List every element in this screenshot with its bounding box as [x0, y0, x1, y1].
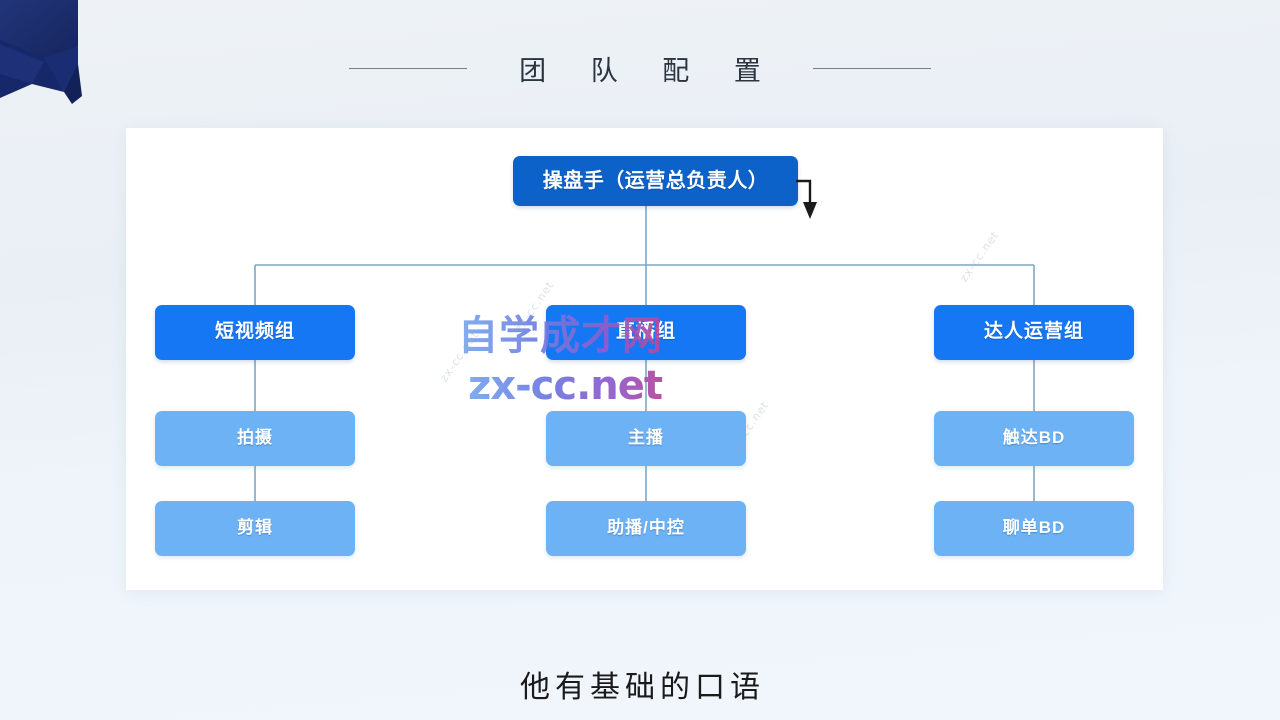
org-node-label: 助播/中控 [607, 518, 685, 538]
org-node-root[interactable]: 操盘手（运营总负责人） [513, 156, 798, 206]
connector-lines [254, 206, 1035, 501]
org-node-label: 聊单BD [1002, 518, 1066, 538]
page-title: 团 队 配 置 [519, 55, 779, 87]
org-node-chat-bd[interactable]: 聊单BD [934, 501, 1134, 556]
down-arrow-icon [795, 178, 821, 220]
org-node-label: 拍摄 [237, 428, 273, 448]
org-node-label: 直播组 [615, 321, 676, 343]
org-node-label: 触达BD [1002, 428, 1066, 448]
org-node-label: 短视频组 [214, 321, 295, 343]
header-rule-left [349, 67, 468, 69]
org-node-live[interactable]: 直播组 [546, 305, 746, 360]
subtitle-caption: 他有基础的口语 [520, 670, 765, 705]
org-node-editing[interactable]: 剪辑 [155, 501, 355, 556]
page-header: 团 队 配 置 [0, 38, 1280, 98]
org-node-reach-bd[interactable]: 触达BD [934, 411, 1134, 466]
org-node-label: 操盘手（运营总负责人） [542, 170, 769, 192]
org-node-label: 剪辑 [237, 518, 273, 538]
arrow-glyph [796, 179, 817, 219]
org-node-talent-ops[interactable]: 达人运营组 [934, 305, 1134, 360]
org-node-assistant[interactable]: 助播/中控 [546, 501, 746, 556]
header-rule-right [812, 67, 931, 69]
org-node-anchor[interactable]: 主播 [546, 411, 746, 466]
org-node-short-video[interactable]: 短视频组 [155, 305, 355, 360]
org-chart: 操盘手（运营总负责人） 短视频组 直播组 达人运营组 拍摄 剪辑 主播 助播/中… [126, 128, 1163, 590]
org-node-shooting[interactable]: 拍摄 [155, 411, 355, 466]
org-node-label: 达人运营组 [983, 321, 1084, 343]
org-node-label: 主播 [628, 428, 664, 448]
